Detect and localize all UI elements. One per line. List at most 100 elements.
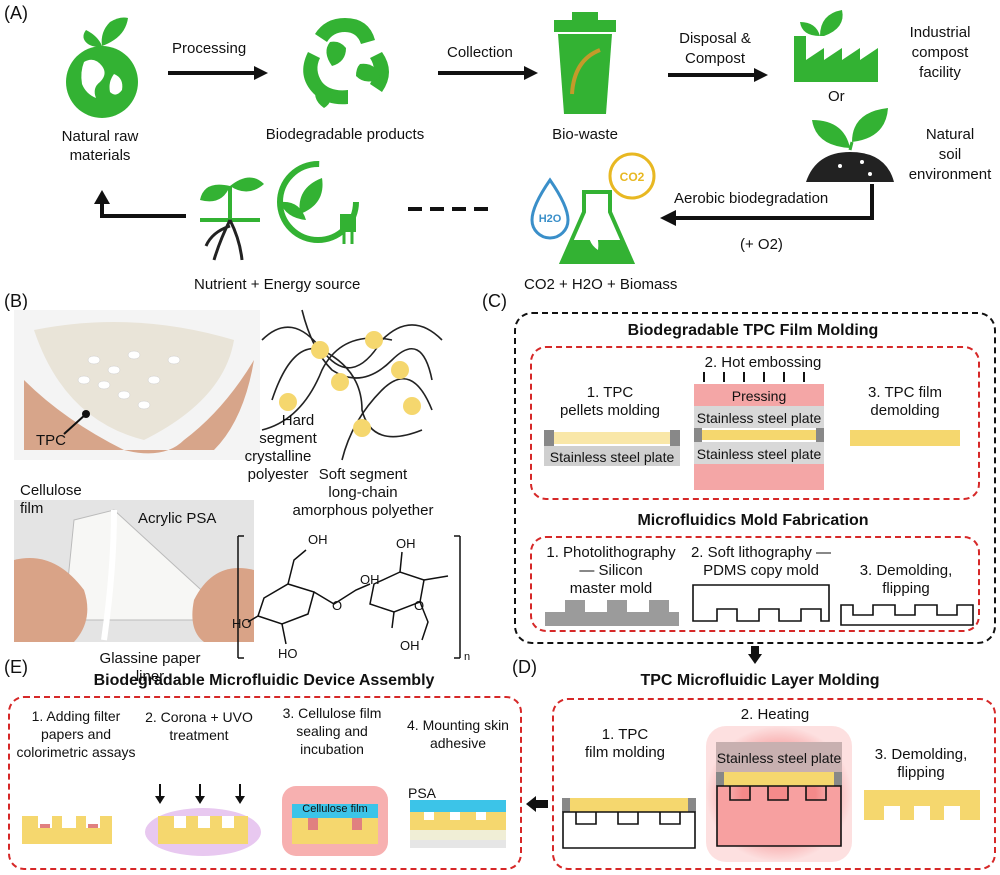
m3-label-2: flipping bbox=[882, 580, 930, 597]
step1-label-2: pellets molding bbox=[559, 402, 661, 419]
chem-oh: OH bbox=[396, 536, 416, 551]
chem-o: O bbox=[414, 598, 424, 613]
chem-oh: OH bbox=[308, 532, 328, 547]
d-step3-label-2: flipping bbox=[897, 764, 945, 781]
nutrient-label: Nutrient + Energy source bbox=[194, 276, 361, 293]
hard-label-4: polyester bbox=[247, 466, 309, 483]
e-step2-label-2: treatment bbox=[169, 727, 229, 743]
cellulose-film-label: Cellulose film bbox=[302, 803, 368, 815]
ssp-label: Stainless steel plate bbox=[549, 449, 675, 465]
pellet-mold-diagram bbox=[544, 430, 680, 466]
panel-c-label: (C) bbox=[482, 291, 507, 311]
collection-label: Collection bbox=[447, 44, 513, 61]
disposal-label-1: Disposal & bbox=[679, 30, 751, 47]
arrow-right-icon bbox=[438, 66, 538, 80]
cellulose-label-2: film bbox=[20, 500, 44, 517]
chem-oh: OH bbox=[400, 638, 420, 653]
skin-adhesive-diagram bbox=[410, 800, 506, 848]
e-step1-label-2: papers and bbox=[40, 726, 112, 742]
film-molding-title: Biodegradable TPC Film Molding bbox=[627, 322, 879, 339]
down-arrow bbox=[748, 646, 762, 664]
tpc-label: TPC bbox=[36, 432, 66, 449]
panel-c-frame bbox=[514, 312, 996, 644]
m1-label-3: master mold bbox=[569, 580, 653, 597]
tpc-pellets-photo bbox=[14, 310, 260, 460]
silicon-master-mold bbox=[545, 600, 679, 626]
hard-label-3: crystalline bbox=[244, 448, 312, 465]
d-ssp-label: Stainless steel plate bbox=[716, 750, 842, 766]
assembly-frame bbox=[8, 696, 522, 870]
e-step3-label-1: 3. Cellulose film bbox=[282, 705, 382, 721]
arrow-right-icon bbox=[168, 66, 268, 80]
left-arrow bbox=[526, 796, 548, 812]
ssp-label-top: Stainless steel plate bbox=[696, 410, 822, 426]
left-arrow bbox=[94, 190, 186, 218]
processing-label: Processing bbox=[172, 40, 247, 57]
chem-n: n bbox=[464, 651, 470, 663]
chem-o: O bbox=[332, 598, 342, 613]
layer-molding-title: TPC Microfluidic Layer Molding bbox=[640, 672, 880, 689]
film-molding-frame bbox=[530, 346, 980, 500]
step3-label-2: demolding bbox=[870, 402, 940, 419]
o2-label: (+ O2) bbox=[740, 236, 783, 253]
soft-label-2: long-chain bbox=[328, 484, 398, 501]
acrylic-label: Acrylic PSA bbox=[138, 510, 217, 527]
biowaste-label: Bio-waste bbox=[552, 126, 618, 143]
filter-assay-diagram bbox=[22, 816, 112, 844]
flask-co2-h2o-icon: H2O CO2 bbox=[530, 152, 656, 264]
plant-energy-icon bbox=[200, 161, 359, 261]
panel-a-label: (A) bbox=[4, 3, 28, 23]
hot-embossing-diagram bbox=[694, 372, 824, 490]
soil-label-1: Natural bbox=[925, 126, 975, 143]
glassine-label-2: liner bbox=[135, 668, 165, 685]
step2-label: 2. Hot embossing bbox=[704, 354, 822, 371]
hard-label-2: segment bbox=[259, 430, 317, 447]
cellulose-label-1: Cellulose bbox=[20, 482, 82, 499]
bin-icon bbox=[554, 12, 616, 114]
e-step3-label-3: incubation bbox=[300, 741, 364, 757]
return-arrow bbox=[660, 184, 874, 226]
polymer-chain-diagram bbox=[261, 309, 443, 461]
co2-output-label: CO2 + H2O + Biomass bbox=[524, 276, 678, 293]
m2-label-2: PDMS copy mold bbox=[703, 562, 819, 579]
recycle-leaves-icon bbox=[303, 18, 389, 108]
pressing-label: Pressing bbox=[731, 388, 787, 404]
co2-text: CO2 bbox=[620, 170, 645, 184]
soft-label-3: amorphous polyether bbox=[292, 502, 434, 519]
panel-d-label: (D) bbox=[512, 657, 537, 677]
e-step3-label-2: sealing and bbox=[296, 723, 368, 739]
e-step2-label-1: 2. Corona + UVO bbox=[145, 709, 253, 725]
mold-fab-frame bbox=[530, 536, 980, 632]
soil-label-2: soil bbox=[938, 146, 962, 163]
soil-plant-icon bbox=[806, 108, 894, 182]
panel-b-label: (B) bbox=[4, 291, 28, 311]
dashed-line bbox=[408, 207, 488, 211]
chem-ho: OH bbox=[360, 572, 380, 587]
aerobic-label: Aerobic biodegradation bbox=[674, 190, 829, 207]
step3-label-1: 3. TPC film bbox=[868, 384, 942, 401]
cellulose-film-photo bbox=[14, 500, 254, 642]
mold-fab-title: Microfluidics Mold Fabrication bbox=[637, 512, 869, 529]
psa-label: PSA bbox=[408, 785, 437, 801]
cellulose-structure: OH HO HO O OH OH OH O n bbox=[232, 532, 470, 663]
chem-ho: HO bbox=[278, 646, 298, 661]
disposal-label-2: Compost bbox=[684, 50, 746, 67]
e-step1-label-3: colorimetric assays bbox=[16, 744, 136, 760]
raw-label-1: Natural raw bbox=[61, 128, 139, 145]
or-label: Or bbox=[828, 88, 845, 105]
raw-label-2: materials bbox=[69, 147, 131, 164]
d-step3-label-1: 3. Demolding, bbox=[874, 746, 968, 763]
flipped-mold bbox=[840, 604, 974, 626]
soft-label-1: Soft segment bbox=[318, 466, 408, 483]
industrial-label-1: Industrial bbox=[909, 24, 971, 41]
hard-label-1: Hard bbox=[281, 412, 315, 429]
cellulose-sealing-diagram bbox=[282, 786, 388, 856]
panel-e-label: (E) bbox=[4, 657, 28, 677]
m2-label-1: 2. Soft lithography — bbox=[690, 544, 832, 561]
tpc-layer-diagram bbox=[864, 790, 980, 820]
step1-label-1: 1. TPC bbox=[586, 384, 634, 401]
industrial-label-3: facility bbox=[919, 64, 961, 81]
products-label: Biodegradable products bbox=[265, 126, 425, 143]
glassine-label-1: Glassine paper bbox=[99, 650, 201, 667]
arrow-right-icon bbox=[668, 68, 768, 82]
